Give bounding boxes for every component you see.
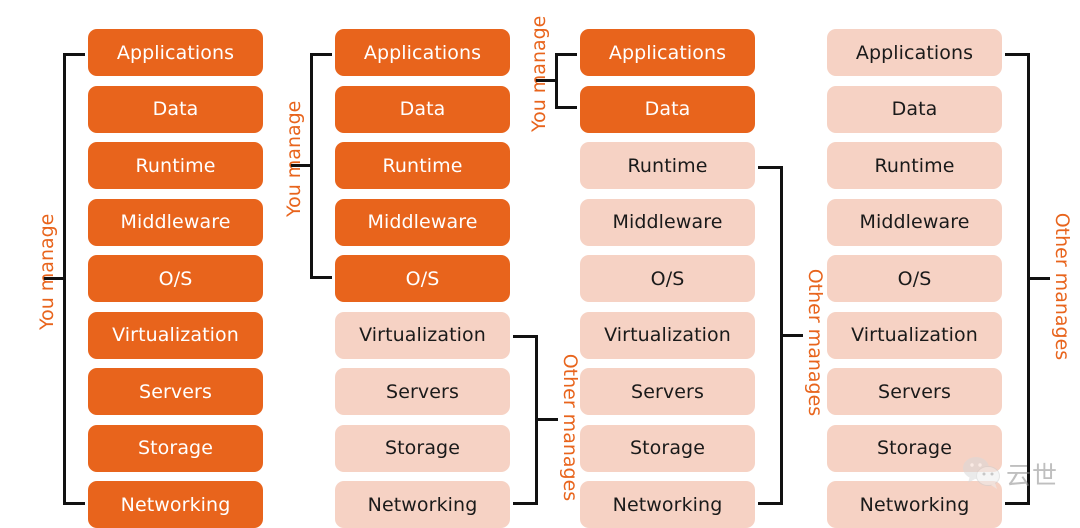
layer-box-middleware[interactable]: Middleware <box>827 198 1002 246</box>
bracket-segment-top <box>513 335 535 338</box>
layer-box-runtime[interactable]: Runtime <box>88 142 263 189</box>
layer-box-o-s[interactable]: O/S <box>580 255 755 302</box>
caption-other-manages: Other manages <box>804 268 826 417</box>
layer-box-virtualization[interactable]: Virtualization <box>827 311 1002 359</box>
layer-box-applications[interactable]: Applications <box>580 29 755 76</box>
layer-box-middleware[interactable]: Middleware <box>335 198 510 246</box>
layer-box-data[interactable]: Data <box>335 85 510 133</box>
layer-box-o-s[interactable]: O/S <box>88 255 263 302</box>
layer-box-virtualization[interactable]: Virtualization <box>580 311 755 359</box>
layer-box-applications[interactable]: Applications <box>88 29 263 76</box>
bracket-segment-top <box>1005 52 1027 56</box>
bracket-segment-bot <box>63 501 85 505</box>
caption-you-manage: You manage <box>283 100 305 217</box>
caption-you-manage: You manage <box>36 213 58 330</box>
layer-box-storage[interactable]: Storage <box>88 424 263 472</box>
layer-box-servers[interactable]: Servers <box>88 368 263 415</box>
layer-box-runtime[interactable]: Runtime <box>335 142 510 189</box>
layer-box-middleware[interactable]: Middleware <box>580 198 755 246</box>
bracket-segment-stem <box>538 418 558 422</box>
layer-box-networking[interactable]: Networking <box>580 481 755 528</box>
bracket-segment-top <box>758 165 780 169</box>
layer-box-runtime[interactable]: Runtime <box>827 142 1002 189</box>
bracket-segment-bot <box>513 501 535 505</box>
layer-box-data[interactable]: Data <box>827 85 1002 133</box>
bracket-segment-stem <box>290 164 310 167</box>
bracket-segment-top <box>310 52 332 56</box>
caption-other-manages: Other manages <box>1051 212 1073 360</box>
caption-other-manages: Other manages <box>559 353 581 501</box>
layer-box-virtualization[interactable]: Virtualization <box>88 311 263 359</box>
bracket-segment-stem <box>535 79 555 83</box>
layer-box-o-s[interactable]: O/S <box>827 255 1002 302</box>
bracket-column-4-other-manages <box>1005 52 1050 505</box>
layer-box-applications[interactable]: Applications <box>827 29 1002 76</box>
layer-box-storage[interactable]: Storage <box>580 424 755 472</box>
bracket-segment-stem <box>783 333 803 337</box>
layer-box-servers[interactable]: Servers <box>580 368 755 415</box>
bracket-segment-top <box>63 52 85 56</box>
bracket-segment-vert <box>1027 52 1030 505</box>
layer-box-storage[interactable]: Storage <box>335 424 510 472</box>
layer-box-servers[interactable]: Servers <box>827 368 1002 415</box>
bracket-segment-bot <box>555 106 577 109</box>
bracket-segment-vert <box>555 52 558 109</box>
layer-box-networking[interactable]: Networking <box>88 481 263 528</box>
bracket-column-1-you-manage <box>43 52 85 505</box>
layer-box-data[interactable]: Data <box>88 85 263 133</box>
bracket-column-2-other-manages <box>513 335 558 505</box>
bracket-segment-bot <box>758 501 780 505</box>
layer-box-storage[interactable]: Storage <box>827 424 1002 472</box>
bracket-segment-vert <box>535 335 538 505</box>
layer-box-data[interactable]: Data <box>580 85 755 133</box>
layer-box-middleware[interactable]: Middleware <box>88 198 263 246</box>
bracket-column-2-you-manage <box>290 52 332 279</box>
layer-box-applications[interactable]: Applications <box>335 29 510 76</box>
caption-you-manage: You manage <box>528 15 550 132</box>
bracket-column-3-you-manage <box>535 52 577 109</box>
bracket-segment-vert <box>780 165 783 505</box>
layer-box-networking[interactable]: Networking <box>827 481 1002 528</box>
bracket-column-3-other-manages <box>758 165 803 505</box>
bracket-segment-bot <box>1005 501 1027 505</box>
layer-box-runtime[interactable]: Runtime <box>580 142 755 189</box>
layer-box-virtualization[interactable]: Virtualization <box>335 311 510 359</box>
layer-box-servers[interactable]: Servers <box>335 368 510 415</box>
bracket-segment-stem <box>43 277 63 280</box>
bracket-segment-bot <box>310 275 332 279</box>
bracket-segment-vert <box>310 52 313 279</box>
bracket-segment-vert <box>63 52 66 505</box>
layer-box-o-s[interactable]: O/S <box>335 255 510 302</box>
bracket-segment-top <box>555 52 577 56</box>
layer-box-networking[interactable]: Networking <box>335 481 510 528</box>
bracket-segment-stem <box>1030 277 1050 280</box>
